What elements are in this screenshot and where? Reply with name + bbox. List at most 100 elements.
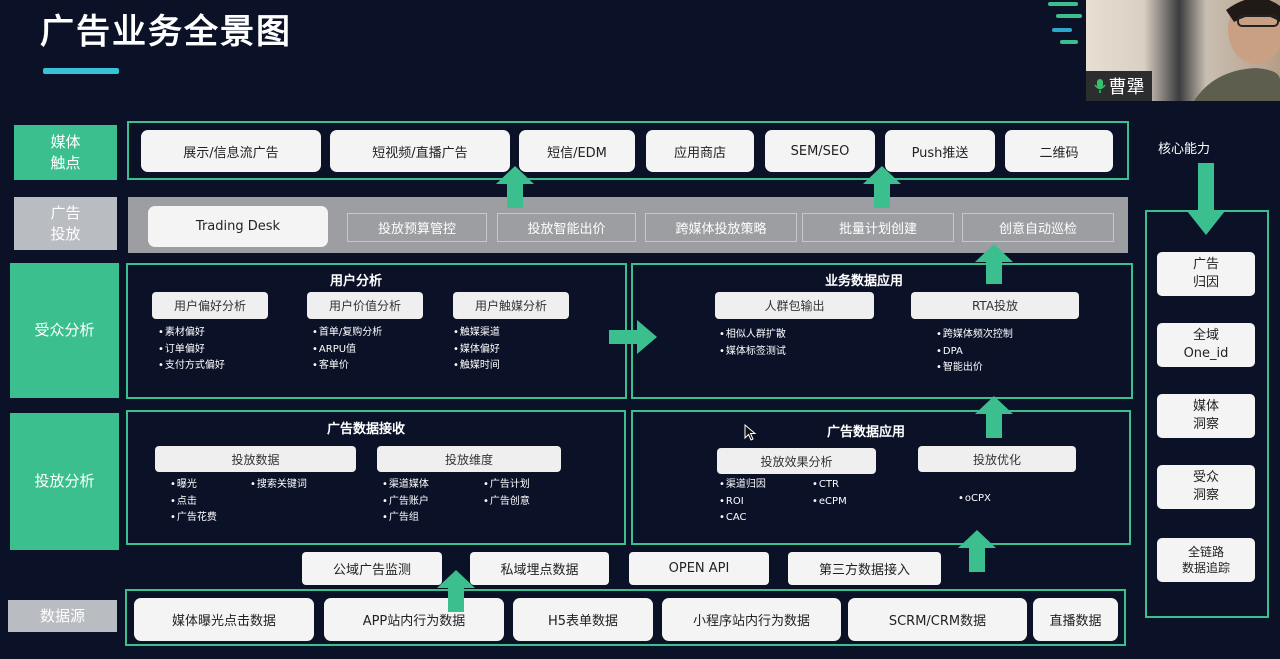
arrow-up-icon xyxy=(975,244,1013,284)
ingest-item: OPEN API xyxy=(629,552,769,585)
ads-item: 跨媒体投放策略 xyxy=(645,213,797,242)
ad-data-receive-title: 广告数据接收 xyxy=(326,422,405,437)
list-item: CAC xyxy=(719,510,766,527)
list-item: 广告创意 xyxy=(483,494,530,511)
list-item: 广告账户 xyxy=(382,494,429,511)
list-item: 媒体偏好 xyxy=(453,342,500,359)
arrow-up-icon xyxy=(975,396,1013,438)
audience-list: 首单/复购分析 ARPU值 客单价 xyxy=(312,325,382,375)
business-data-title: 业务数据应用 xyxy=(824,274,903,289)
delivery-list: 渠道媒体 广告账户 广告组 xyxy=(382,477,429,527)
list-item: 智能出价 xyxy=(936,360,1013,377)
ads-item: 投放预算管控 xyxy=(347,213,487,242)
core-item: 媒体 洞察 xyxy=(1157,394,1255,438)
user-analysis-title: 用户分析 xyxy=(329,274,382,289)
list-item: 广告组 xyxy=(382,510,429,527)
delivery-list: 曝光 点击 广告花费 xyxy=(170,477,217,527)
row-label-datasource: 数据源 xyxy=(8,600,117,632)
audience-pill: RTA投放 xyxy=(911,292,1079,319)
core-item: 全域 One_id xyxy=(1157,323,1255,367)
media-item: 展示/信息流广告 xyxy=(141,130,321,172)
row-label-audience: 受众分析 xyxy=(10,263,119,398)
ad-data-app-panel xyxy=(631,410,1131,545)
arrow-up-icon xyxy=(437,570,475,612)
audience-pill: 人群包输出 xyxy=(715,292,874,319)
audience-pill: 用户价值分析 xyxy=(307,292,423,319)
media-item: 应用商店 xyxy=(646,130,754,172)
list-item: 广告花费 xyxy=(170,510,217,527)
delivery-list: CTR eCPM xyxy=(812,477,847,510)
core-label: 核心能力 xyxy=(1158,142,1211,157)
ad-data-app-title: 广告数据应用 xyxy=(826,425,905,440)
list-item: 相似人群扩散 xyxy=(719,327,786,344)
core-item: 广告 归因 xyxy=(1157,252,1255,296)
datasource-item: SCRM/CRM数据 xyxy=(848,598,1027,641)
trading-desk: Trading Desk xyxy=(148,206,328,247)
datasource-item: H5表单数据 xyxy=(513,598,653,641)
datasource-frame xyxy=(125,589,1126,646)
ingest-item: 第三方数据接入 xyxy=(788,552,941,585)
list-item: 渠道媒体 xyxy=(382,477,429,494)
ingest-item: 私域埋点数据 xyxy=(470,552,609,585)
list-item: 触媒时间 xyxy=(453,358,500,375)
presenter-avatar xyxy=(1194,0,1280,101)
list-item: CTR xyxy=(812,477,847,494)
delivery-pill: 投放数据 xyxy=(155,446,356,472)
delivery-pill: 投放效果分析 xyxy=(717,448,876,474)
datasource-item: 小程序站内行为数据 xyxy=(662,598,841,641)
audience-list: 相似人群扩散 媒体标签测试 xyxy=(719,327,786,360)
media-item: 二维码 xyxy=(1005,130,1113,172)
list-item: eCPM xyxy=(812,494,847,511)
ads-item: 投放智能出价 xyxy=(497,213,636,242)
delivery-pill: 投放维度 xyxy=(377,446,561,472)
list-item: 广告计划 xyxy=(483,477,530,494)
page-title: 广告业务全景图 xyxy=(40,12,292,52)
ingest-item: 公域广告监测 xyxy=(302,552,442,585)
media-item: 短视频/直播广告 xyxy=(330,130,510,172)
row-label-delivery: 投放分析 xyxy=(10,413,119,550)
list-item: 点击 xyxy=(170,494,217,511)
audience-pill: 用户偏好分析 xyxy=(152,292,268,319)
arrow-right-icon xyxy=(609,320,657,354)
list-item: 首单/复购分析 xyxy=(312,325,382,342)
audience-list: 素材偏好 订单偏好 支付方式偏好 xyxy=(158,325,225,375)
presenter-name: 曹犟 xyxy=(1086,71,1152,101)
list-item: 媒体标签测试 xyxy=(719,344,786,361)
list-item: 触媒渠道 xyxy=(453,325,500,342)
mouse-cursor-icon xyxy=(744,424,757,441)
row-label-ads: 广告 投放 xyxy=(14,197,117,250)
list-item: ROI xyxy=(719,494,766,511)
datasource-item: APP站内行为数据 xyxy=(324,598,504,641)
media-item: Push推送 xyxy=(885,130,995,172)
presenter-name-text: 曹犟 xyxy=(1108,77,1145,98)
list-item: 搜索关键词 xyxy=(250,477,307,494)
media-item: 短信/EDM xyxy=(519,130,635,172)
audience-list: 触媒渠道 媒体偏好 触媒时间 xyxy=(453,325,500,375)
brand-logo-icon xyxy=(1048,2,1082,44)
audience-list: 跨媒体频次控制 DPA 智能出价 xyxy=(936,327,1013,377)
list-item: 渠道归因 xyxy=(719,477,766,494)
list-item: 支付方式偏好 xyxy=(158,358,225,375)
arrow-down-icon xyxy=(1187,163,1225,235)
list-item: 跨媒体频次控制 xyxy=(936,327,1013,344)
list-item: DPA xyxy=(936,344,1013,361)
delivery-list: oCPX xyxy=(958,491,991,508)
media-frame xyxy=(127,121,1129,180)
ads-item: 批量计划创建 xyxy=(802,213,954,242)
list-item: 曝光 xyxy=(170,477,217,494)
delivery-list: 渠道归因 ROI CAC xyxy=(719,477,766,527)
arrow-up-icon xyxy=(863,166,901,208)
title-underline xyxy=(43,68,119,74)
list-item: 客单价 xyxy=(312,358,382,375)
list-item: ARPU值 xyxy=(312,342,382,359)
microphone-icon xyxy=(1093,79,1106,93)
media-item: SEM/SEO xyxy=(765,130,875,172)
list-item: 素材偏好 xyxy=(158,325,225,342)
row-label-media: 媒体 触点 xyxy=(14,125,117,180)
arrow-up-icon xyxy=(958,530,996,572)
ads-item: 创意自动巡检 xyxy=(962,213,1114,242)
list-item: oCPX xyxy=(958,491,991,508)
delivery-pill: 投放优化 xyxy=(918,446,1076,472)
audience-pill: 用户触媒分析 xyxy=(453,292,569,319)
datasource-item: 媒体曝光点击数据 xyxy=(134,598,314,641)
